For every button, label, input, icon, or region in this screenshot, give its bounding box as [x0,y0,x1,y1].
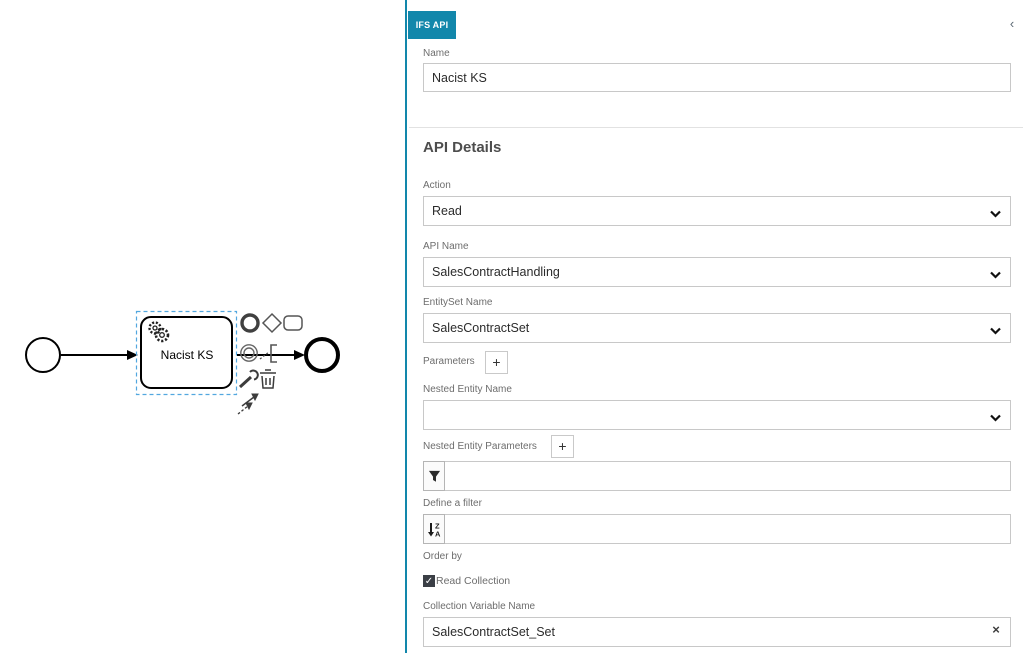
order-by-label: Order by [423,551,462,562]
end-event[interactable] [304,337,340,373]
api-name-label: API Name [423,241,469,252]
bpmn-canvas[interactable]: Nacist KS [0,0,407,653]
wrench-icon[interactable] [238,369,259,389]
name-label: Name [423,48,450,59]
entityset-select-value: SalesContractSet [432,321,530,335]
chevron-down-icon [990,268,1001,282]
add-nested-parameter-button[interactable]: + [551,435,574,458]
append-task-icon[interactable] [283,315,303,331]
action-select-value: Read [432,204,462,218]
api-details-title: API Details [423,139,502,156]
action-select[interactable]: Read [423,196,1011,226]
nested-entity-name-label: Nested Entity Name [423,384,512,395]
filter-input-group [423,461,1011,491]
task-nacist-ks[interactable]: Nacist KS [140,316,233,389]
order-by-input-group: Z A [423,514,1011,544]
append-gateway-icon[interactable] [261,312,283,334]
collection-variable-name-label: Collection Variable Name [423,601,536,612]
name-input[interactable] [423,63,1011,92]
checkbox-checked-icon[interactable]: ✓ [423,575,435,587]
filter-icon [423,461,445,491]
section-divider [409,127,1023,128]
task-label: Nacist KS [161,348,214,362]
filter-input[interactable] [445,461,1011,491]
sequence-flow-1[interactable] [61,350,138,360]
nested-entity-name-select[interactable] [423,400,1011,430]
selection-outline [135,310,238,396]
bpmn-diagram: Nacist KS [25,310,340,415]
chevron-down-icon [990,411,1001,425]
define-filter-label: Define a filter [423,498,482,509]
svg-text:A: A [435,530,441,538]
append-intermediate-event-icon[interactable] [240,344,258,362]
read-collection-label: Read Collection [436,575,511,587]
sequence-flow-2[interactable] [237,350,305,360]
connect-icon[interactable] [237,393,259,415]
api-name-select[interactable]: SalesContractHandling [423,257,1011,287]
action-label: Action [423,180,451,191]
read-collection-checkbox-row[interactable]: ✓ Read Collection [423,575,510,587]
api-name-select-value: SalesContractHandling [432,265,560,279]
append-end-event-icon[interactable] [240,313,260,333]
sort-icon: Z A [423,514,445,544]
context-pad [237,312,303,415]
entityset-name-select[interactable]: SalesContractSet [423,313,1011,343]
chevron-down-icon [990,324,1001,338]
collapse-panel-icon[interactable]: ‹ [1009,16,1015,31]
tab-ifs-api[interactable]: IFS API [408,11,456,39]
nested-entity-parameters-label: Nested Entity Parameters [423,441,537,452]
clear-input-icon[interactable]: × [992,622,1000,637]
add-parameter-button[interactable]: + [485,351,508,374]
append-text-annotation-icon[interactable] [259,344,277,363]
chevron-down-icon [990,207,1001,221]
start-event[interactable] [25,337,61,373]
trash-icon[interactable] [260,369,276,389]
properties-panel: IFS API ‹ Name API Details Action Read A… [405,0,1023,653]
service-task-gear-icon [148,321,170,343]
parameters-label: Parameters [423,356,475,367]
order-by-input[interactable] [445,514,1011,544]
entityset-name-label: EntitySet Name [423,297,493,308]
collection-variable-name-input[interactable] [423,617,1011,647]
svg-text:Z: Z [435,522,440,531]
